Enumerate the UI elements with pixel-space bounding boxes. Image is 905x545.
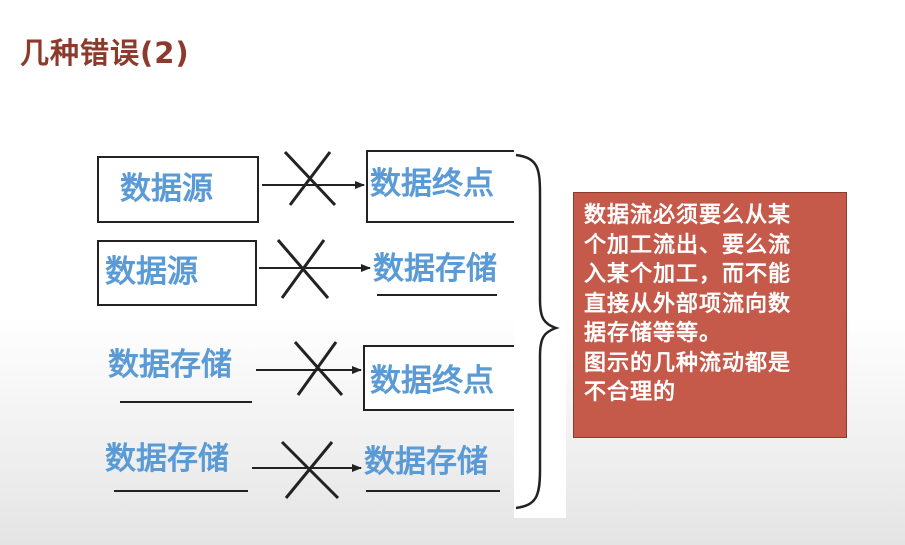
row3-invalid-flow (256, 341, 362, 396)
explanation-text: 数据流必须要么从某 个加工流出、要么流 入某个加工，而不能 直接从外部项流向数 … (584, 203, 792, 405)
row4-invalid-flow (252, 440, 362, 500)
explanation-note: 数据流必须要么从某 个加工流出、要么流 入某个加工，而不能 直接从外部项流向数 … (573, 192, 847, 438)
row3-target-label: 数据终点 (370, 363, 494, 399)
row2-source-box (97, 240, 257, 306)
row3-target-box (363, 345, 523, 411)
row4-source-underline (114, 490, 248, 492)
row3-cross-b (296, 341, 338, 396)
row4-target-underline (366, 490, 500, 492)
page-title: 几种错误(2) (20, 36, 190, 70)
row2-invalid-flow (259, 239, 371, 299)
row1-cross-b (288, 151, 332, 206)
right-brace (515, 153, 560, 510)
row2-target-underline (377, 294, 497, 296)
row4-cross-b (284, 441, 334, 499)
row2-cross-b (280, 239, 326, 299)
row1-target-label: 数据终点 (370, 166, 494, 202)
row4-target-label: 数据存储 (364, 444, 488, 480)
row1-invalid-flow (262, 150, 365, 207)
row4-source-label: 数据存储 (105, 441, 229, 477)
row3-source-label: 数据存储 (108, 347, 232, 383)
row2-source-label: 数据源 (105, 254, 198, 290)
row1-source-label: 数据源 (120, 171, 213, 207)
row1-source-box (97, 156, 259, 223)
row3-source-underline (120, 401, 252, 403)
row2-target-label: 数据存储 (373, 251, 497, 287)
